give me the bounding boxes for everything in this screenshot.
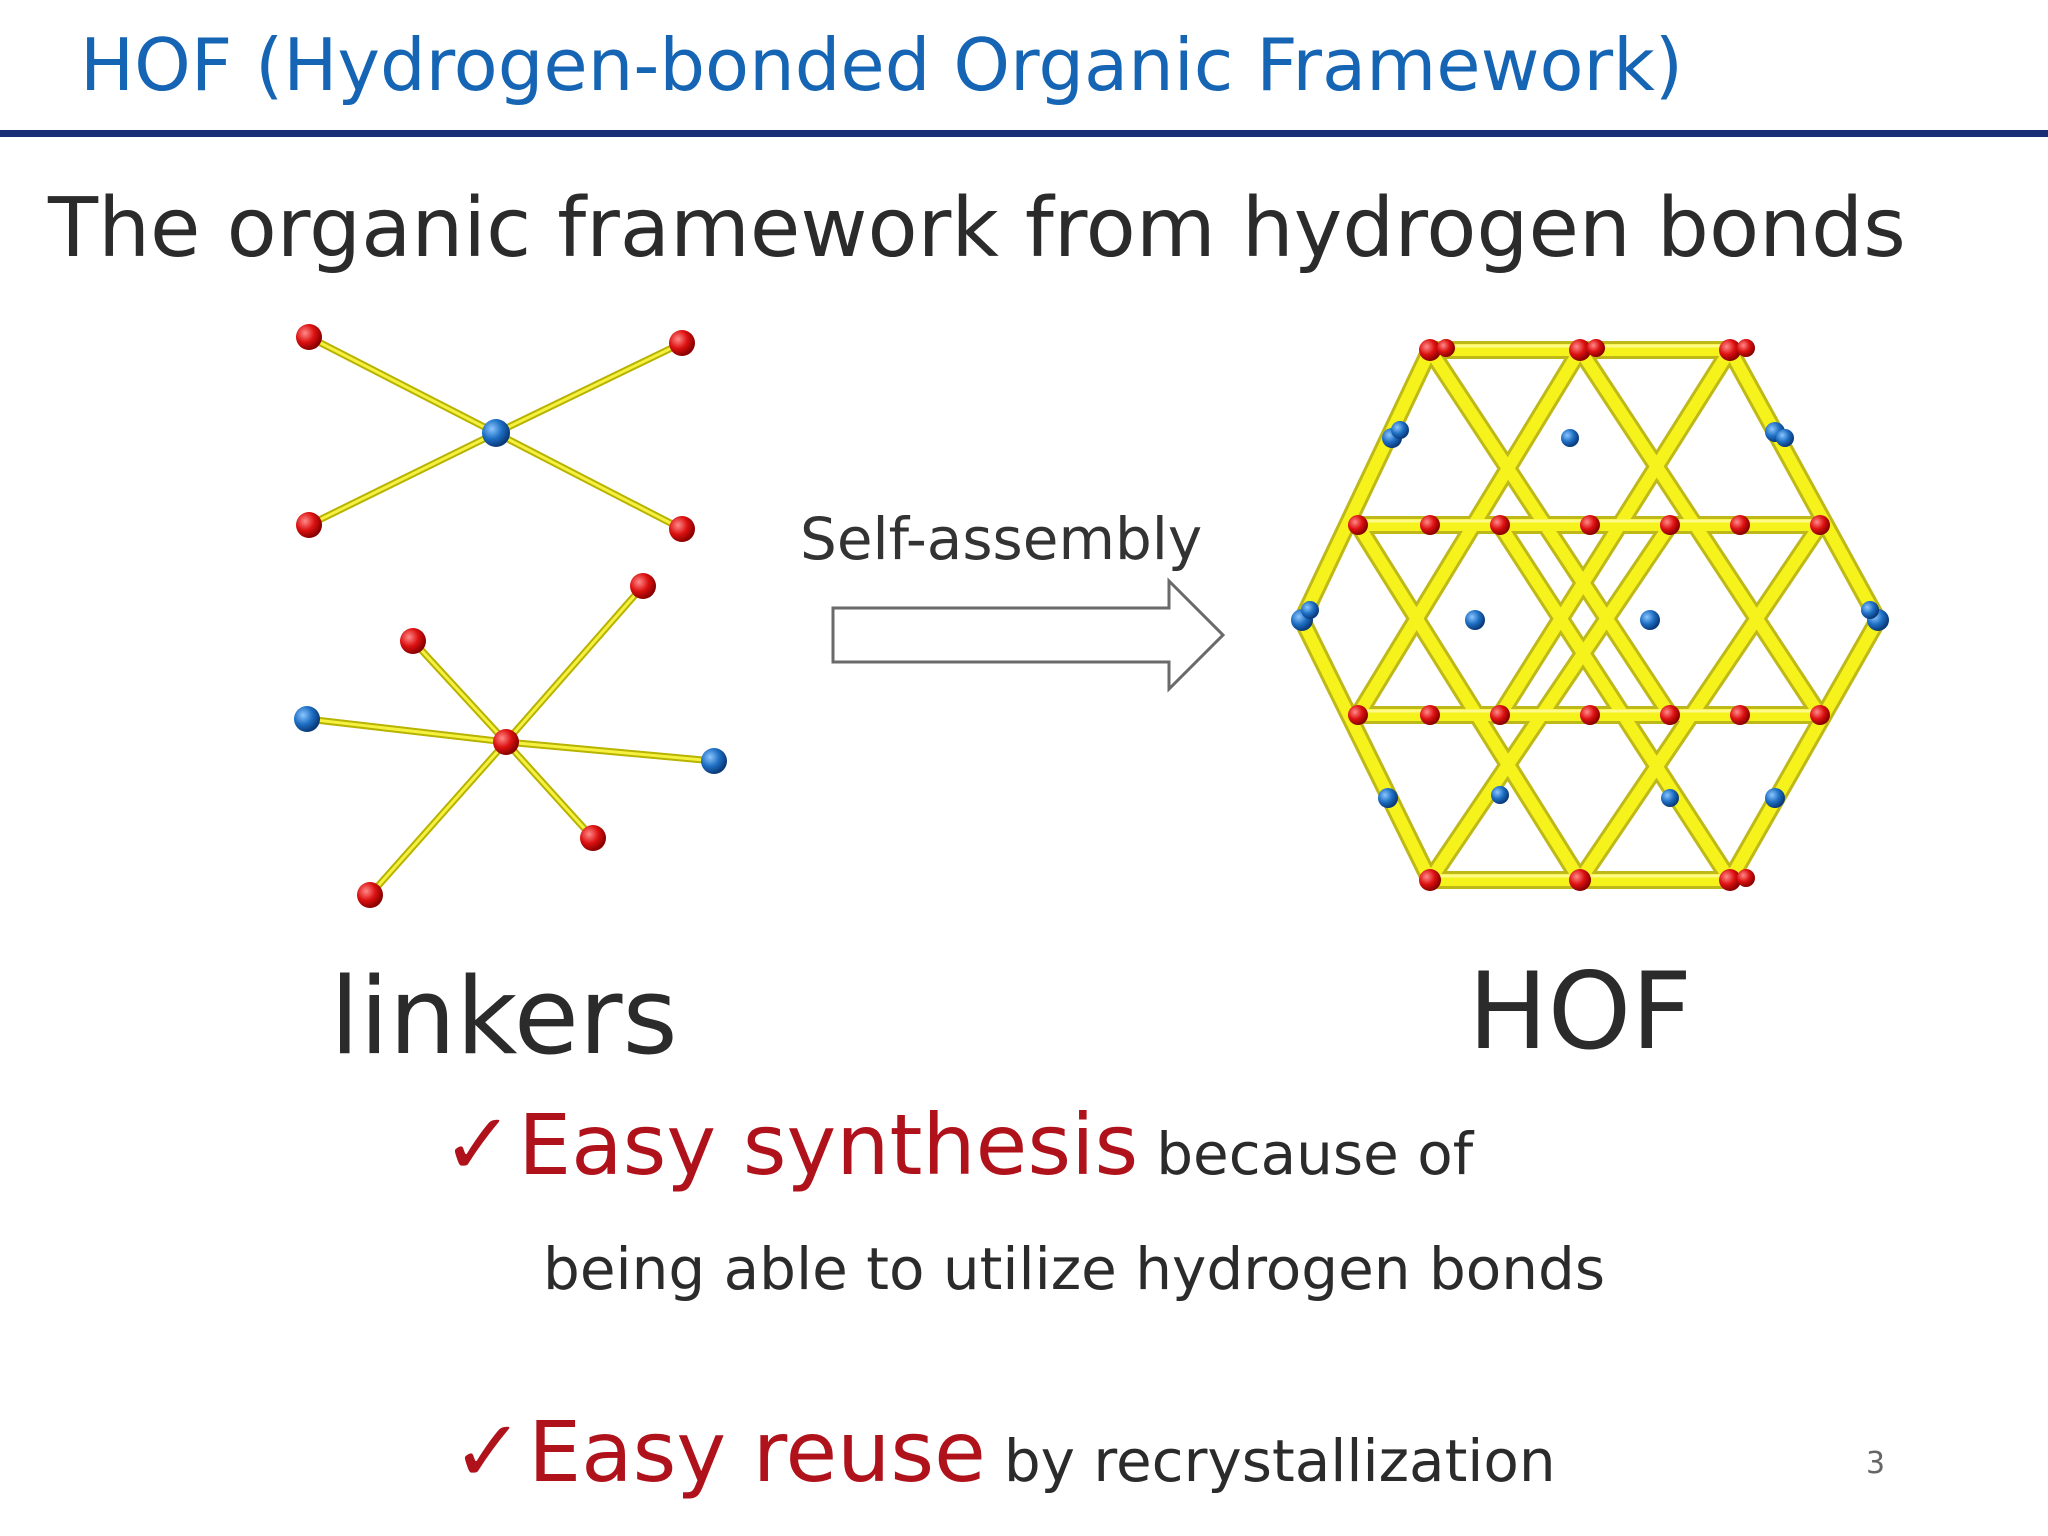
checkmark-icon: ✓ [452, 1402, 525, 1502]
linkers-label: linkers [330, 955, 678, 1078]
self-assembly-label: Self-assembly [800, 505, 1203, 573]
hof-label: HOF [1468, 950, 1693, 1073]
linker-star-shaped [294, 573, 727, 908]
benefit-text: because of [1156, 1120, 1474, 1188]
page-number: 3 [1866, 1446, 1886, 1481]
slide-subtitle: The organic framework from hydrogen bond… [48, 181, 1906, 276]
right-arrow-icon [831, 577, 1226, 693]
linker-x-shaped [296, 324, 695, 542]
benefit-text: by recrystallization [1003, 1427, 1556, 1495]
checkmark-icon: ✓ [442, 1095, 515, 1195]
title-divider [0, 130, 2048, 137]
slide-title: HOF (Hydrogen-bonded Organic Framework) [80, 23, 1683, 107]
benefit-continuation: being able to utilize hydrogen bonds [543, 1235, 1606, 1303]
benefit-highlight: Easy reuse [528, 1403, 986, 1501]
benefit-highlight: Easy synthesis [518, 1096, 1139, 1194]
hof-framework-illustration [1291, 339, 1889, 891]
linkers-illustration [294, 324, 727, 908]
